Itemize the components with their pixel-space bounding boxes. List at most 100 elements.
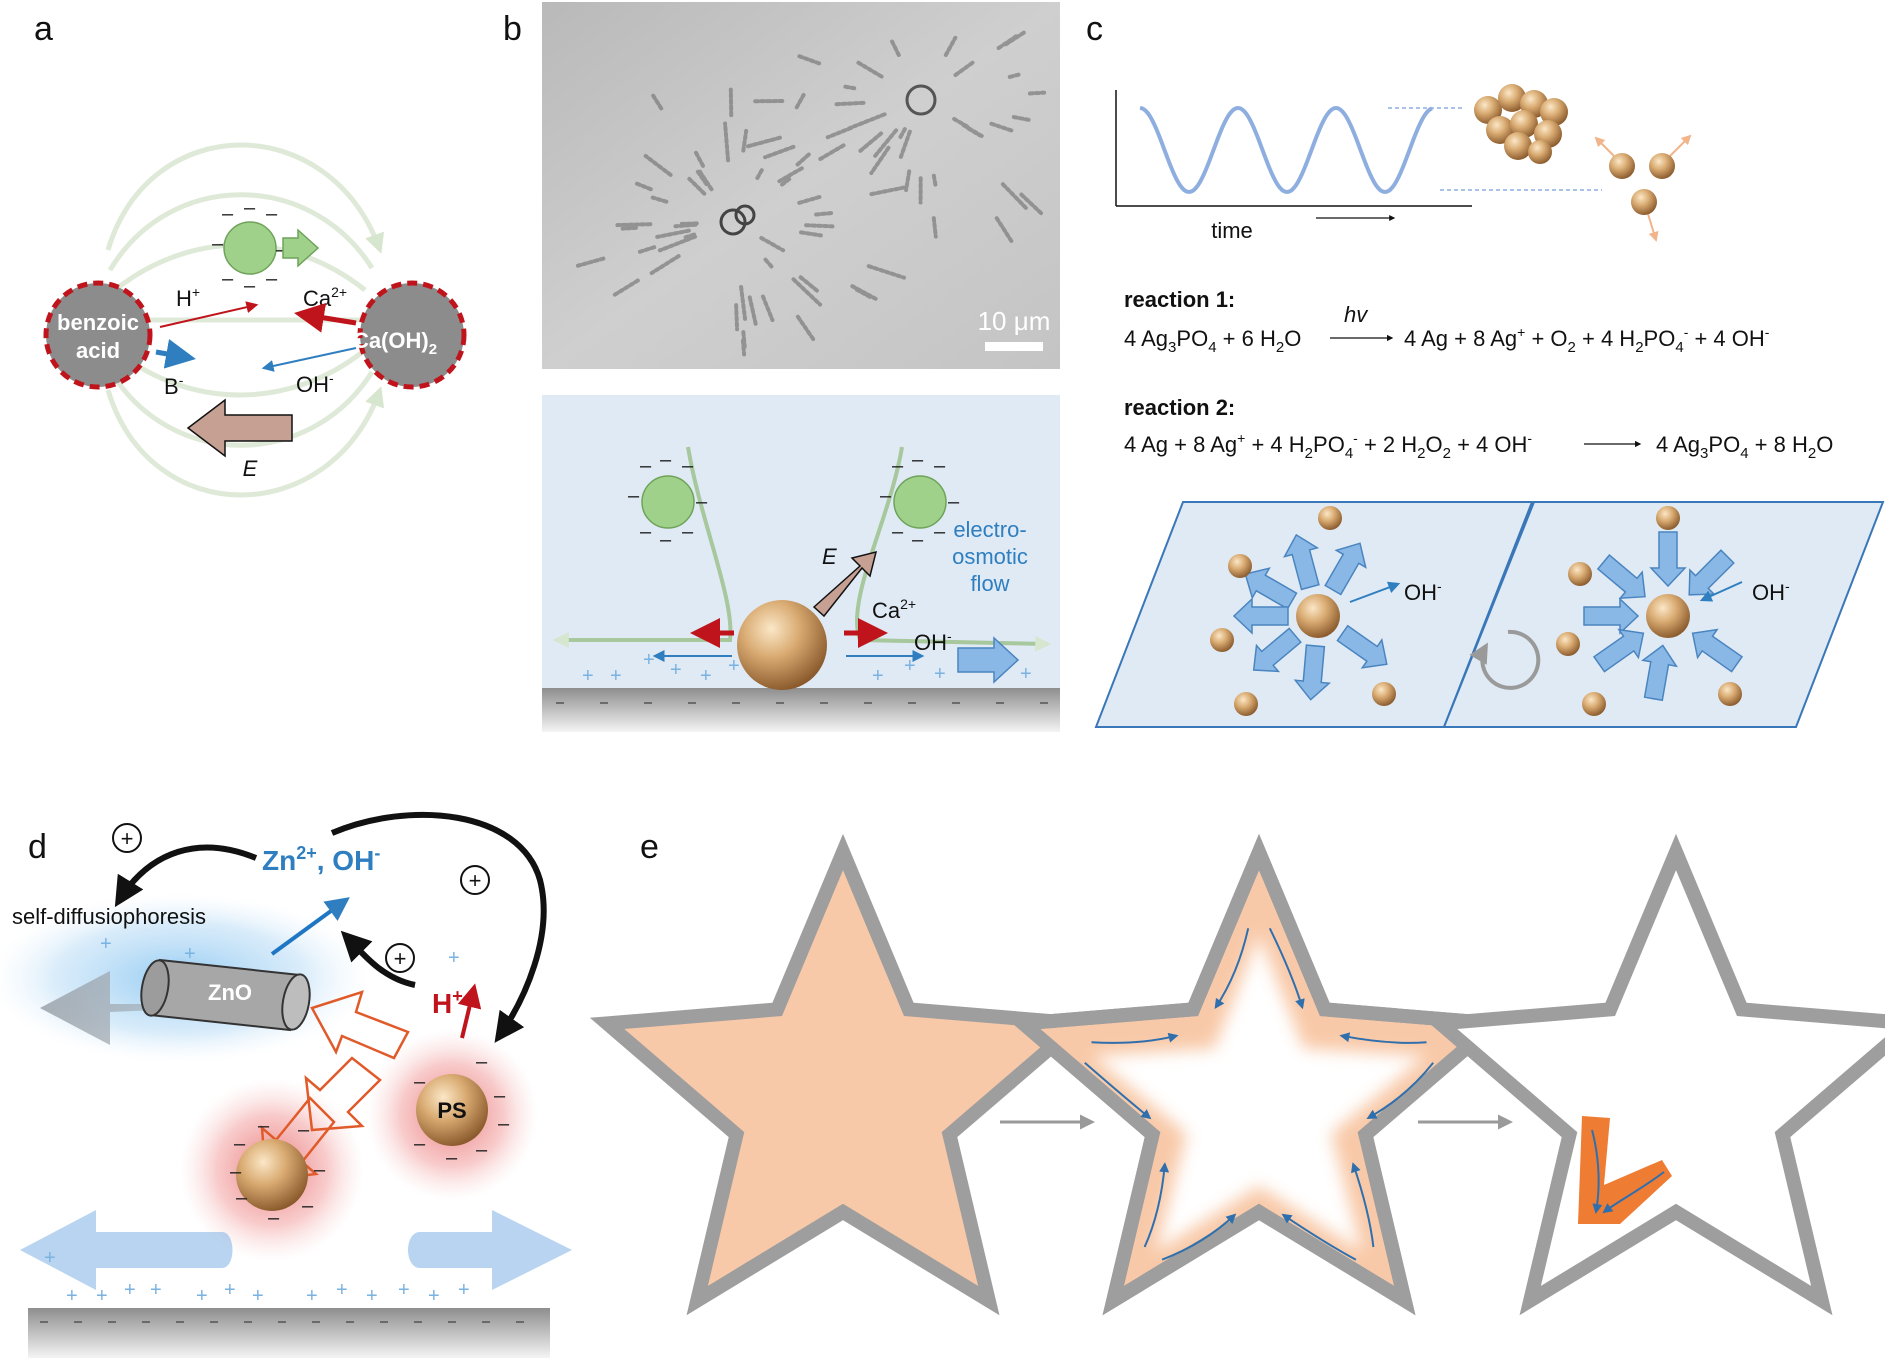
outward-arrows [1232, 533, 1388, 701]
panel-e: e [589, 828, 1885, 1316]
svg-text:–: – [912, 529, 924, 551]
tracer-charges: ––– –– ––– [212, 197, 288, 297]
oh-label-c1: OH- [1404, 578, 1442, 605]
e-field-label: E [243, 456, 258, 481]
ca-label-b: Ca2+ [872, 596, 916, 623]
reaction2-title: reaction 2: [1124, 395, 1235, 420]
svg-text:+: + [448, 947, 460, 969]
svg-text:+: + [700, 665, 712, 687]
svg-text:+: + [100, 933, 112, 955]
svg-text:–: – [314, 1159, 326, 1181]
micrograph-streaks [575, 30, 1047, 357]
svg-text:–: – [258, 1115, 270, 1137]
panel-e-label: e [640, 828, 659, 866]
svg-text:–: – [682, 521, 694, 543]
svg-text:–: – [934, 521, 946, 543]
reaction2-rhs: 4 Ag3PO4 + 8 H2O [1656, 432, 1833, 462]
svg-text:–: – [498, 1113, 510, 1135]
svg-text:+: + [1020, 663, 1032, 685]
tracer-b-left [641, 475, 695, 529]
svg-text:+: + [872, 665, 884, 687]
svg-text:–: – [414, 1133, 426, 1155]
b-minus-arrow [155, 339, 196, 369]
svg-text:+: + [224, 1279, 236, 1301]
svg-text:+: + [458, 1279, 470, 1301]
svg-text:–: – [234, 1133, 246, 1155]
oh-label-b: OH- [914, 628, 952, 655]
ca-label: Ca2+ [303, 284, 347, 311]
svg-text:–: – [268, 1207, 280, 1229]
benzoic-acid-particle [43, 280, 153, 390]
svg-text:–: – [476, 1139, 488, 1161]
svg-text:+: + [121, 826, 134, 851]
svg-text:–: – [414, 1071, 426, 1093]
residual-patch [1578, 1116, 1672, 1224]
svg-text:–: – [212, 233, 224, 255]
svg-text:–: – [934, 455, 946, 477]
scale-bar [985, 342, 1043, 351]
tracer-particles-c [1210, 506, 1742, 716]
patch-arrow-1 [1591, 1129, 1603, 1214]
svg-text:+: + [336, 1279, 348, 1301]
perimeter-arrows [1084, 927, 1434, 1261]
svg-text:+: + [428, 1285, 440, 1307]
svg-text:+: + [582, 665, 594, 687]
svg-text:+: + [96, 1285, 108, 1307]
plus-circle-3: + [385, 943, 415, 973]
star-ring-inner [1092, 935, 1426, 1252]
substrate-b [542, 688, 1060, 732]
h-plus-arrow [159, 301, 259, 328]
h-plus-label-d: H+ [432, 986, 463, 1019]
svg-text:–: – [892, 455, 904, 477]
h-plus-label: H+ [176, 284, 200, 311]
svg-text:+: + [469, 868, 482, 893]
plus-charges-d: ++++ ++++ ++++ ++++ + [44, 933, 470, 1307]
ps-charges: –––– ––– [414, 1051, 510, 1169]
svg-text:+: + [306, 1285, 318, 1307]
e-field-arrow-b [812, 550, 878, 618]
panel-b: b 10 μm ++++ ++++ +++ –––– –––– [503, 2, 1060, 732]
micro-cluster-1 [719, 208, 747, 236]
svg-text:–: – [682, 455, 694, 477]
cycle-arrow [1469, 629, 1541, 690]
svg-text:–: – [298, 1119, 310, 1141]
svg-text:–: – [912, 449, 924, 471]
svg-text:–: – [494, 1085, 506, 1107]
svg-text:–: – [660, 529, 672, 551]
oh-out-arrow [1349, 581, 1401, 603]
panel-a: a benzoic acid Ca(OH)2 ––– –– ––– H+ Ca2… [34, 10, 467, 498]
ps-label: PS [437, 1098, 466, 1123]
svg-text:+: + [252, 1285, 264, 1307]
oh-in-arrow [1699, 581, 1743, 602]
ps-particle [416, 1074, 488, 1146]
janus-particle-b [737, 600, 827, 690]
reaction1-lhs: 4 Ag3PO4 + 6 H2O [1124, 326, 1301, 356]
scale-bar-label: 10 μm [978, 306, 1051, 336]
plus-circle-1: + [112, 823, 142, 853]
svg-text:+: + [44, 1247, 56, 1269]
e-field-arrow [186, 398, 293, 458]
flow-label-2: osmotic [952, 544, 1028, 569]
panel-c: c time reaction 1: 4 Ag3PO4 + 6 H2O hv 4… [1086, 10, 1885, 728]
caoh2-label: Ca(OH)2 [353, 328, 437, 358]
patch-arrow-2 [1602, 1171, 1665, 1214]
tracer-b-right-charges: –––– –––– [880, 449, 960, 551]
tracer-b-left-charges: –––– –––– [628, 449, 708, 551]
feedback-arrow-right [330, 811, 547, 1043]
svg-text:–: – [266, 203, 278, 225]
hv-label: hv [1344, 302, 1369, 327]
svg-text:–: – [880, 485, 892, 507]
svg-text:–: – [892, 521, 904, 543]
zn-oh-label: Zn2+, OH- [262, 843, 380, 876]
tracer-arrow [282, 228, 320, 268]
feedback-arrow-left [114, 844, 258, 908]
eo-flow-right-d [408, 1210, 572, 1290]
panel-a-label: a [34, 10, 53, 48]
svg-text:–: – [244, 275, 256, 297]
svg-text:+: + [184, 943, 196, 965]
tracer-b-right [893, 475, 947, 529]
acid-label: acid [76, 338, 120, 363]
svg-text:–: – [696, 491, 708, 513]
svg-text:–: – [302, 1195, 314, 1217]
tracer-particle [223, 221, 277, 275]
